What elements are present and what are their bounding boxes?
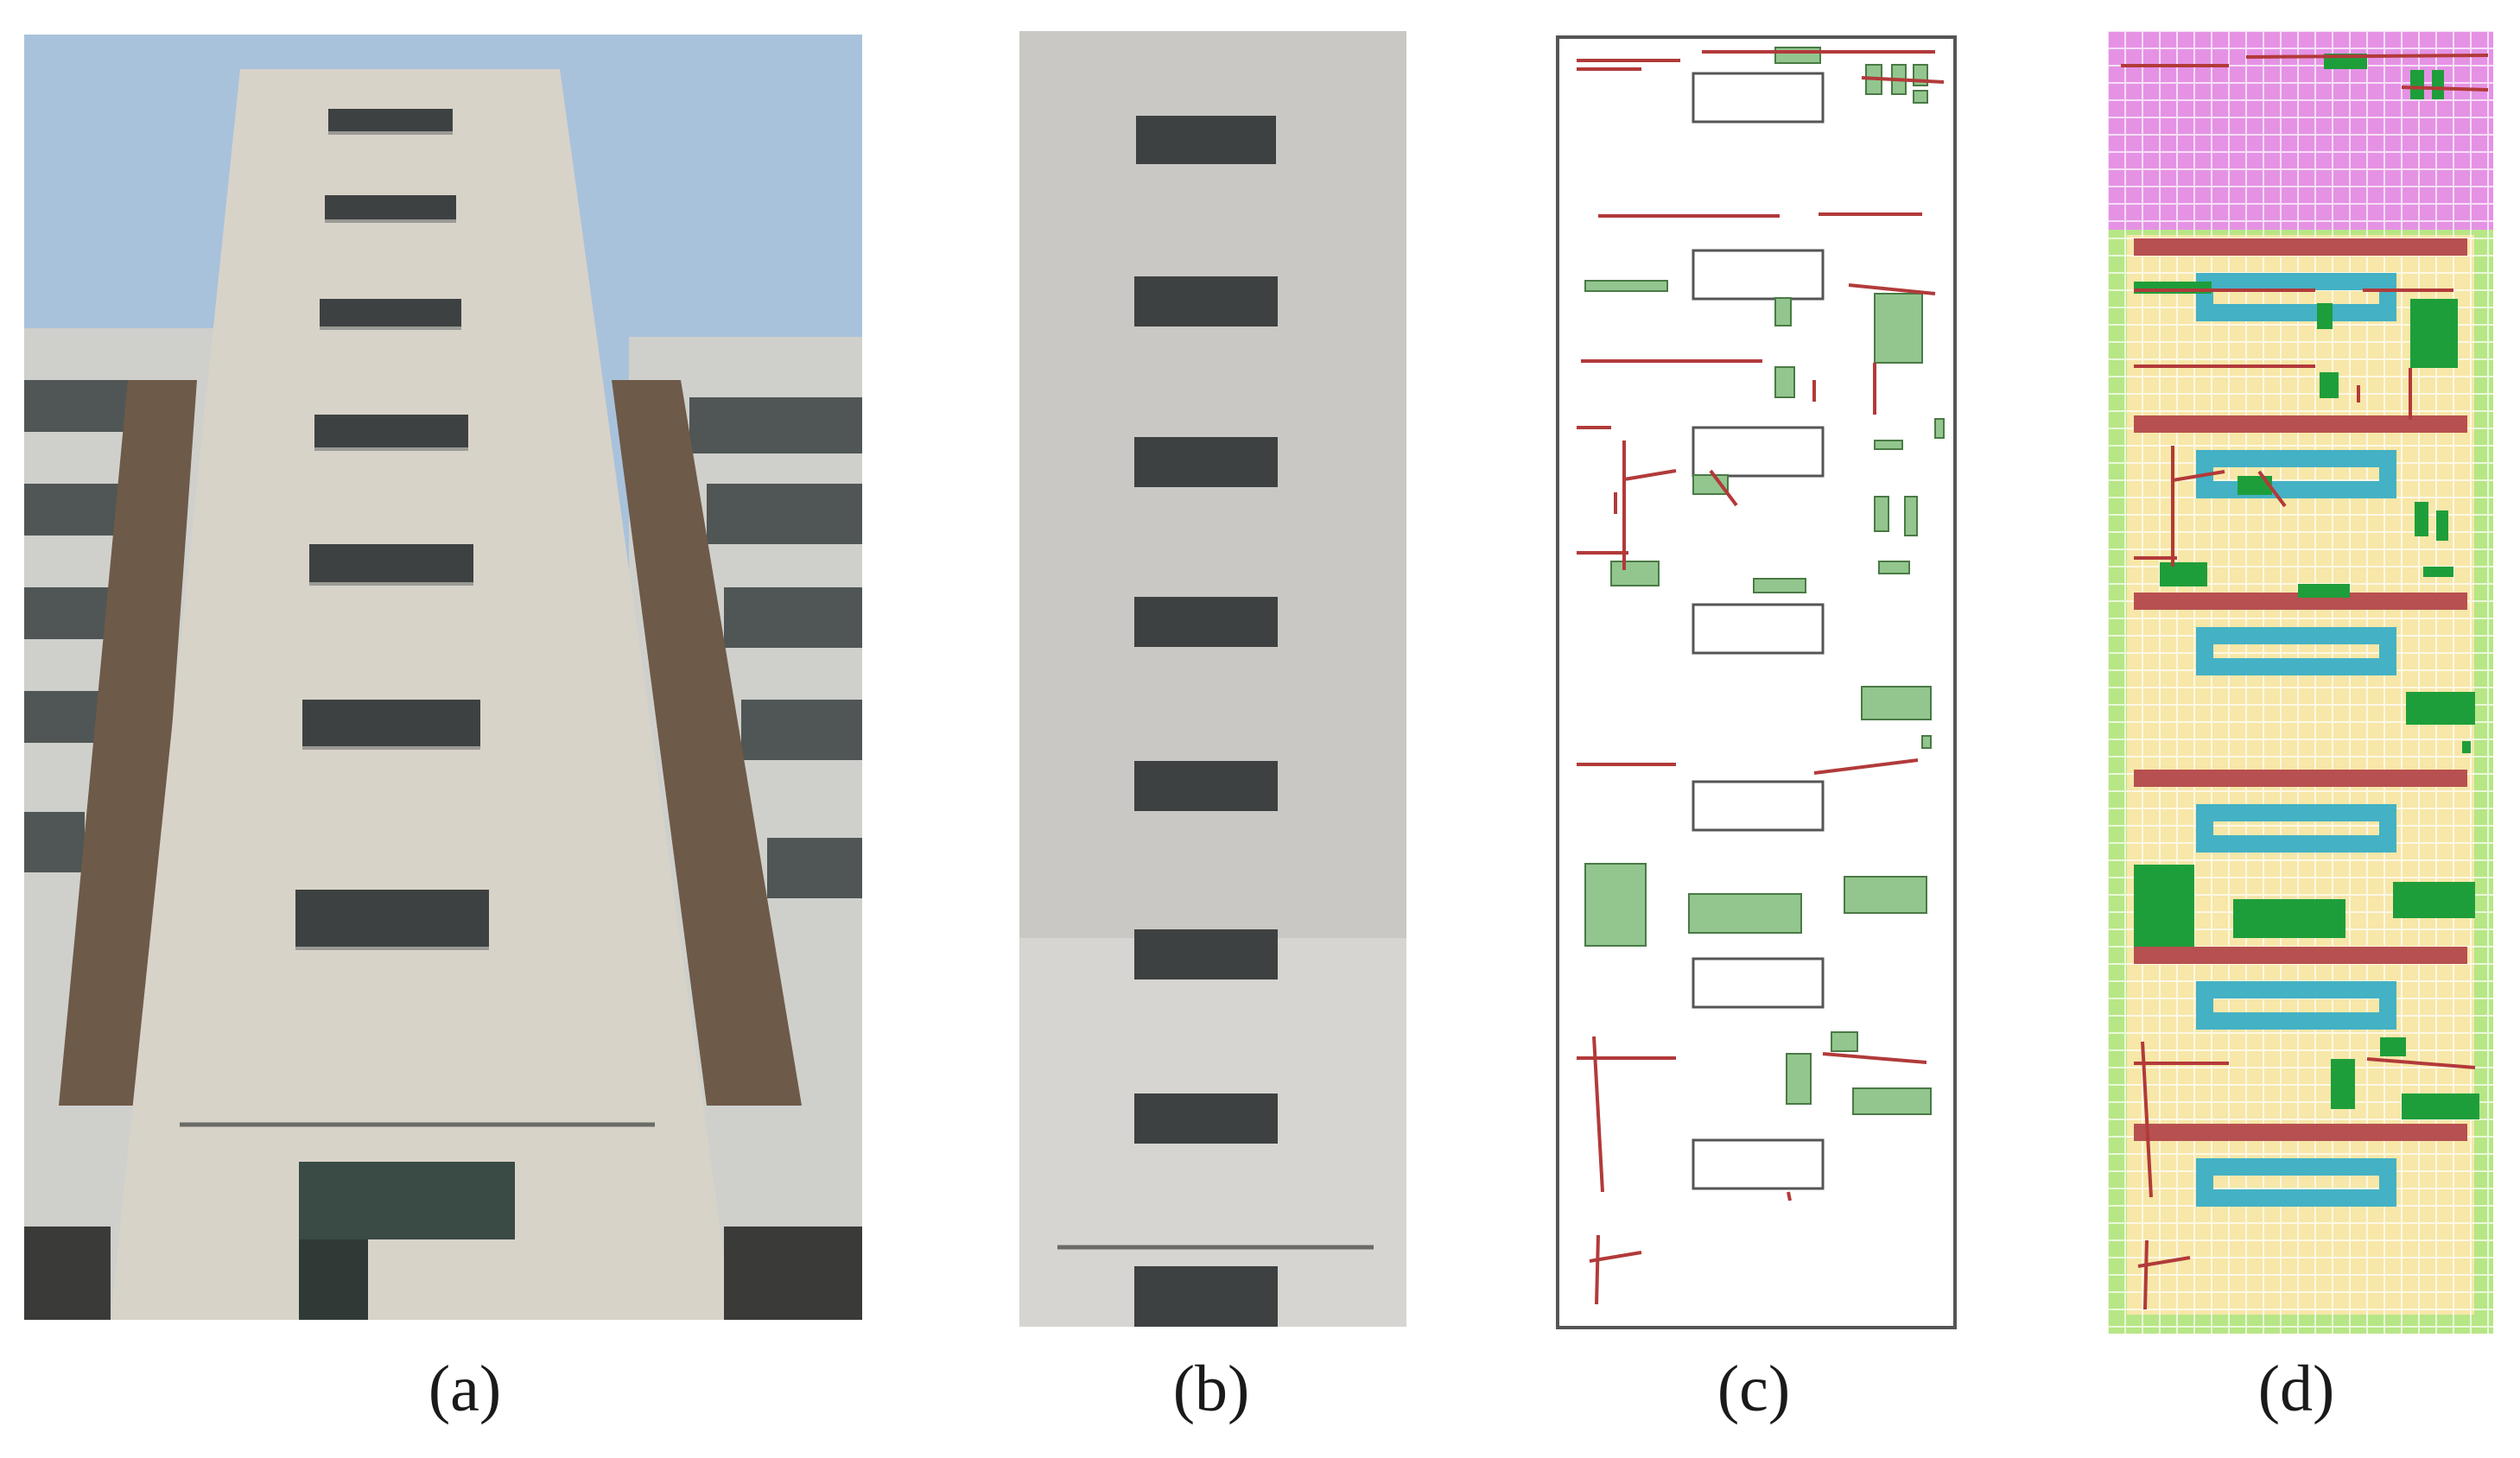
window-sills: [295, 131, 489, 950]
defect-cells: [2134, 54, 2479, 1119]
wing-windows: [24, 380, 862, 898]
grid-crack-lines: [2121, 54, 2489, 1310]
window-outlines: [1692, 72, 1825, 1190]
panel-c-annotation: [1555, 35, 1966, 1330]
panel-d-grid-map: [2108, 31, 2493, 1334]
caption-c: (c): [1717, 1353, 1791, 1425]
right-brown-panel: [612, 380, 802, 1106]
entrance-window: [299, 1162, 515, 1239]
left-brown-panel: [59, 380, 197, 1106]
window-frames: [2196, 273, 2396, 1207]
defect-areas: [1584, 47, 1945, 1115]
crack-lines: [1577, 50, 1945, 1305]
facade-photo: [24, 35, 862, 1320]
window-head-rows: [2134, 238, 2467, 1141]
annotation-map: [1556, 35, 1957, 1329]
tower-windows: [295, 109, 489, 950]
central-tower: [111, 69, 733, 1320]
caption-b: (b): [1172, 1353, 1250, 1425]
annotation-frame: [1556, 35, 1957, 1329]
caption-a: (a): [428, 1353, 502, 1425]
panel-b-rectified: [1019, 31, 1406, 1327]
entrance-door: [299, 1239, 368, 1320]
ground-shadow-right: [724, 1227, 862, 1320]
rectified-windows: [1134, 116, 1278, 1327]
ground-shadow-left: [24, 1227, 111, 1320]
caption-d: (d): [2257, 1353, 2335, 1425]
grid-map: [2108, 31, 2493, 1334]
panel-a-photo: [24, 35, 862, 1320]
rectified-facade: [1019, 31, 1406, 1327]
